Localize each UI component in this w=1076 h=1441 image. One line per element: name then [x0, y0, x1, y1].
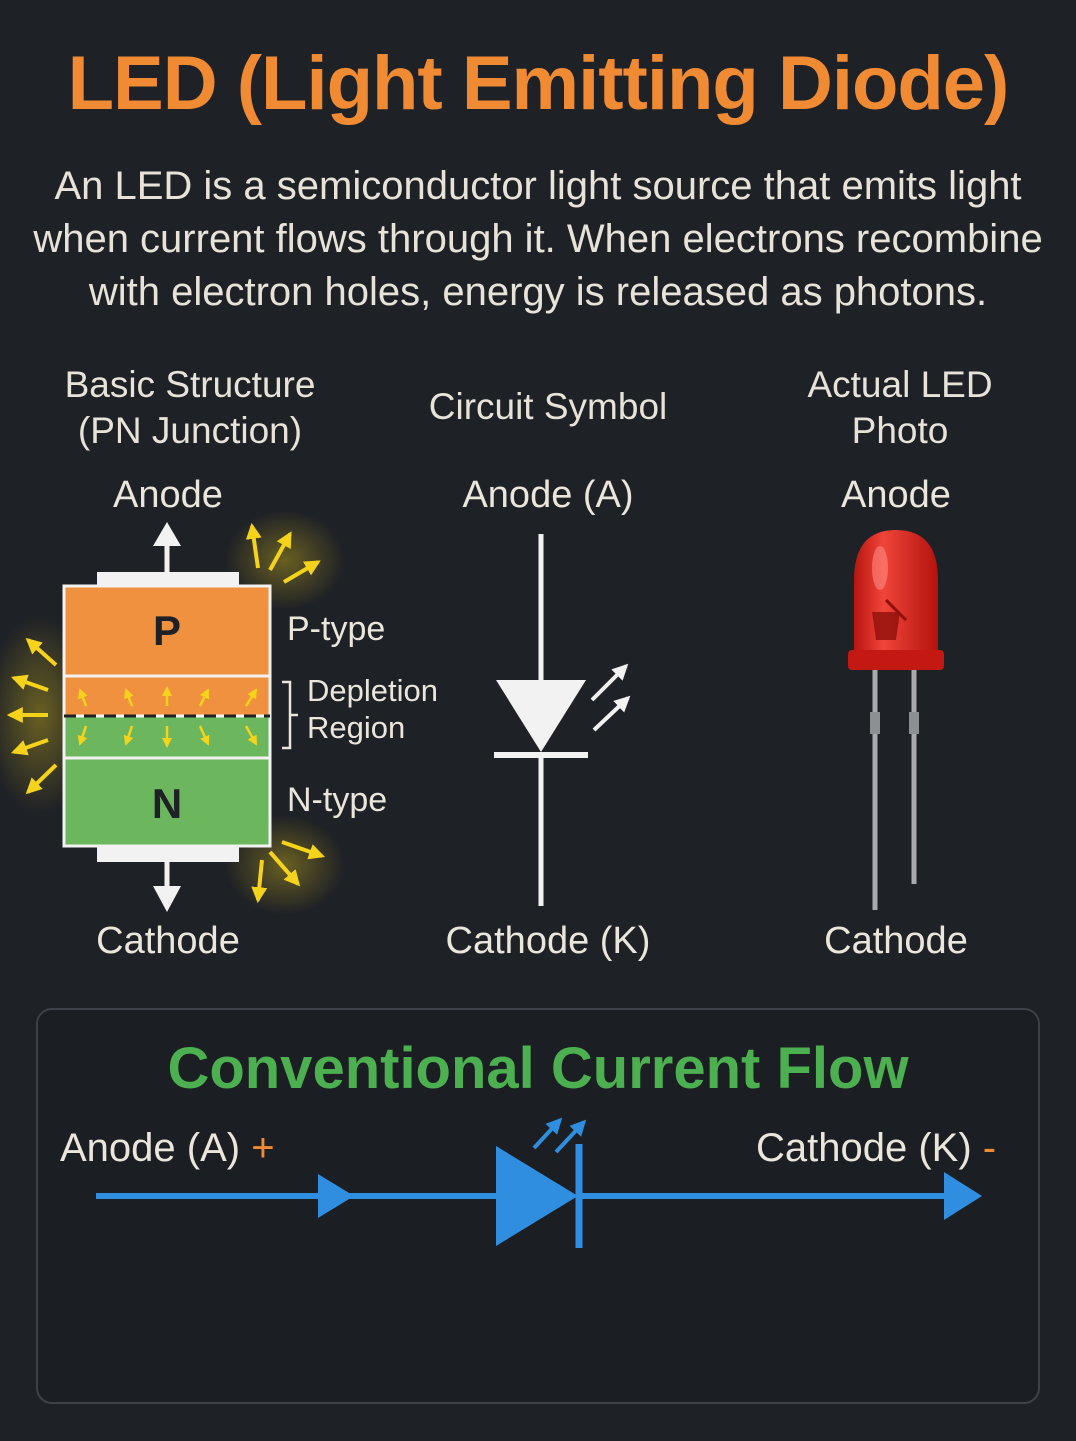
flow-anode-text: Anode (A) [60, 1126, 241, 1170]
photo-heading: Actual LED Photo [730, 362, 1070, 454]
current-flow-arrow [96, 1117, 982, 1248]
flow-diode-icon [496, 1146, 578, 1246]
n-letter: N [152, 780, 182, 827]
p-letter: P [153, 607, 181, 654]
depletion-line-2: Region [307, 710, 406, 745]
structure-heading-line-1: Basic Structure [64, 364, 316, 405]
photon-arrows-bottom [251, 840, 326, 904]
structure-heading: Basic Structure (PN Junction) [20, 362, 360, 454]
intro-line-2: when current flows through it. When elec… [33, 217, 1043, 261]
symbol-cathode-label: Cathode (K) [445, 920, 651, 962]
current-flow-title: Conventional Current Flow [167, 1036, 909, 1101]
symbol-heading: Circuit Symbol [428, 386, 668, 427]
led-component-icon [848, 530, 944, 910]
n-region [62, 756, 272, 848]
flow-anode-sign: + [251, 1126, 275, 1170]
n-type-label: N-type [287, 781, 388, 819]
photo-cathode-label: Cathode [824, 920, 968, 962]
structure-anode-label: Anode [113, 474, 223, 516]
flow-cathode-text: Cathode (K) [756, 1126, 972, 1170]
symbol-anode-label: Anode (A) [462, 474, 634, 516]
flow-cathode-label: Cathode (K) - [756, 1126, 996, 1171]
depletion-line-1: Depletion [307, 673, 438, 708]
photon-arrow-icon [6, 637, 58, 795]
up-arrow-icon [153, 522, 181, 572]
depletion-region-label: Depletion Region [307, 672, 438, 746]
page-title: LED (Light Emitting Diode) [67, 41, 1010, 126]
p-region [62, 584, 272, 678]
carrier-arrows [77, 686, 258, 748]
photo-anode-label: Anode [841, 474, 951, 516]
structure-heading-line-2: (PN Junction) [77, 410, 303, 451]
flow-cathode-sign: - [982, 1126, 997, 1170]
photon-arrows-top [245, 522, 321, 584]
diode-symbol-icon [494, 534, 631, 906]
intro-line-1: An LED is a semiconductor light source t… [54, 164, 1022, 208]
photo-heading-line-2: Photo [851, 410, 949, 451]
photo-heading-line-1: Actual LED [807, 364, 993, 405]
intro-text: An LED is a semiconductor light source t… [20, 160, 1056, 319]
pn-junction-diagram: P N [0, 510, 345, 915]
intro-line-3: with electron holes, energy is released … [88, 270, 988, 314]
p-type-label: P-type [287, 610, 386, 648]
flow-anode-label: Anode (A) + [60, 1126, 275, 1171]
structure-cathode-label: Cathode [96, 920, 240, 962]
